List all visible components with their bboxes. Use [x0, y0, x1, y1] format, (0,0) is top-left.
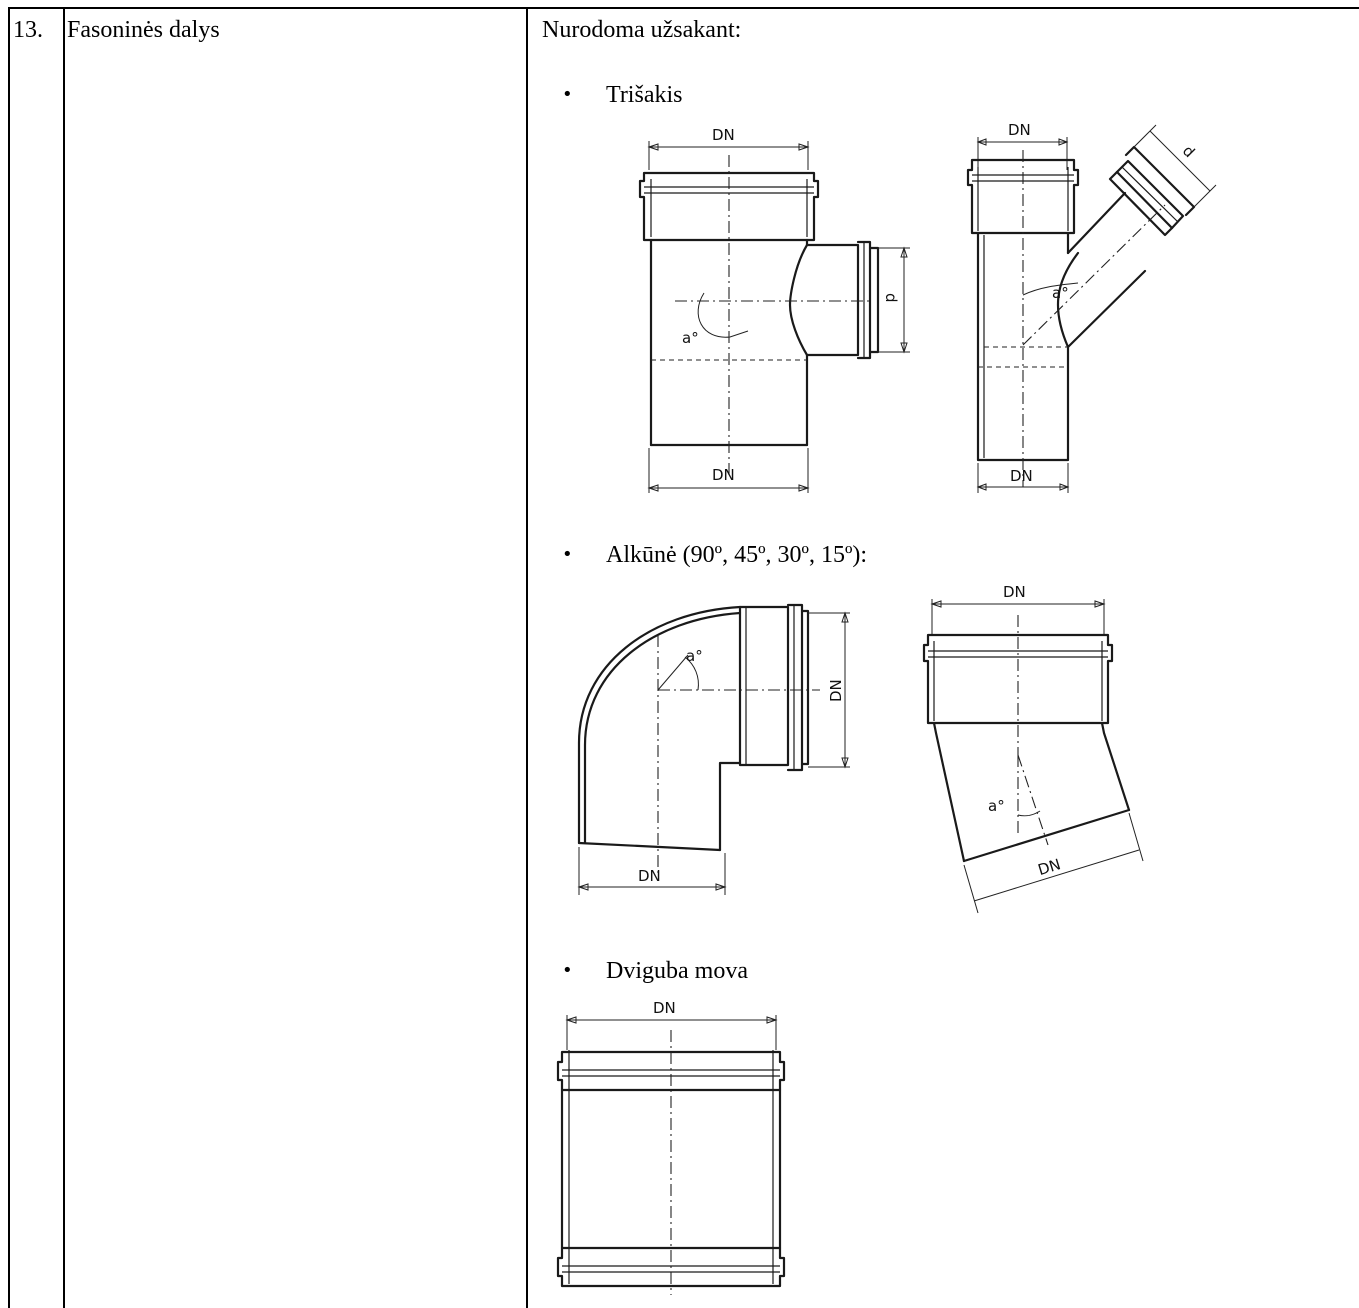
table-left-border — [8, 7, 10, 1308]
dn-label: DN — [712, 126, 735, 144]
table-top-border — [8, 7, 1359, 9]
elbow-90-drawing: DN a° DN — [577, 603, 850, 895]
bullet-icon: • — [562, 544, 573, 565]
dn-label: DN — [712, 466, 735, 484]
dn-label: DN — [1003, 583, 1026, 601]
d-label: d — [1179, 142, 1198, 161]
d-label: d — [882, 293, 900, 303]
row-number: 13. — [13, 17, 43, 43]
dn-label: DN — [827, 679, 845, 702]
bullet-icon: • — [562, 84, 573, 105]
dn-label: DN — [1010, 467, 1033, 485]
angle-label: a° — [988, 797, 1005, 815]
bullet-icon: • — [562, 960, 573, 981]
row-name: Fasoninės dalys — [67, 17, 220, 43]
dn-label: DN — [1036, 855, 1063, 879]
list-item-label: Trišakis — [606, 82, 683, 108]
angle-label: a° — [686, 647, 703, 665]
dn-label: DN — [638, 867, 661, 885]
double-socket-drawing: DN — [556, 999, 786, 1295]
list-item-label: Alkūnė (90º, 45º, 30º, 15º): — [606, 542, 868, 568]
tee-90-drawing: DN d a° DN — [638, 126, 910, 493]
row-intro: Nurodoma užsakant: — [542, 17, 742, 43]
elbow-angled-drawing: DN a° DN — [922, 583, 1144, 914]
angle-label: a° — [1052, 284, 1069, 302]
dn-label: DN — [653, 999, 676, 1017]
dn-label: DN — [1008, 121, 1031, 139]
column-divider-1 — [63, 7, 65, 1308]
list-item-label: Dviguba mova — [606, 958, 748, 984]
angle-label: a° — [682, 329, 699, 347]
column-divider-2 — [526, 7, 528, 1308]
tee-45-drawing: DN d a° DN — [966, 121, 1217, 493]
